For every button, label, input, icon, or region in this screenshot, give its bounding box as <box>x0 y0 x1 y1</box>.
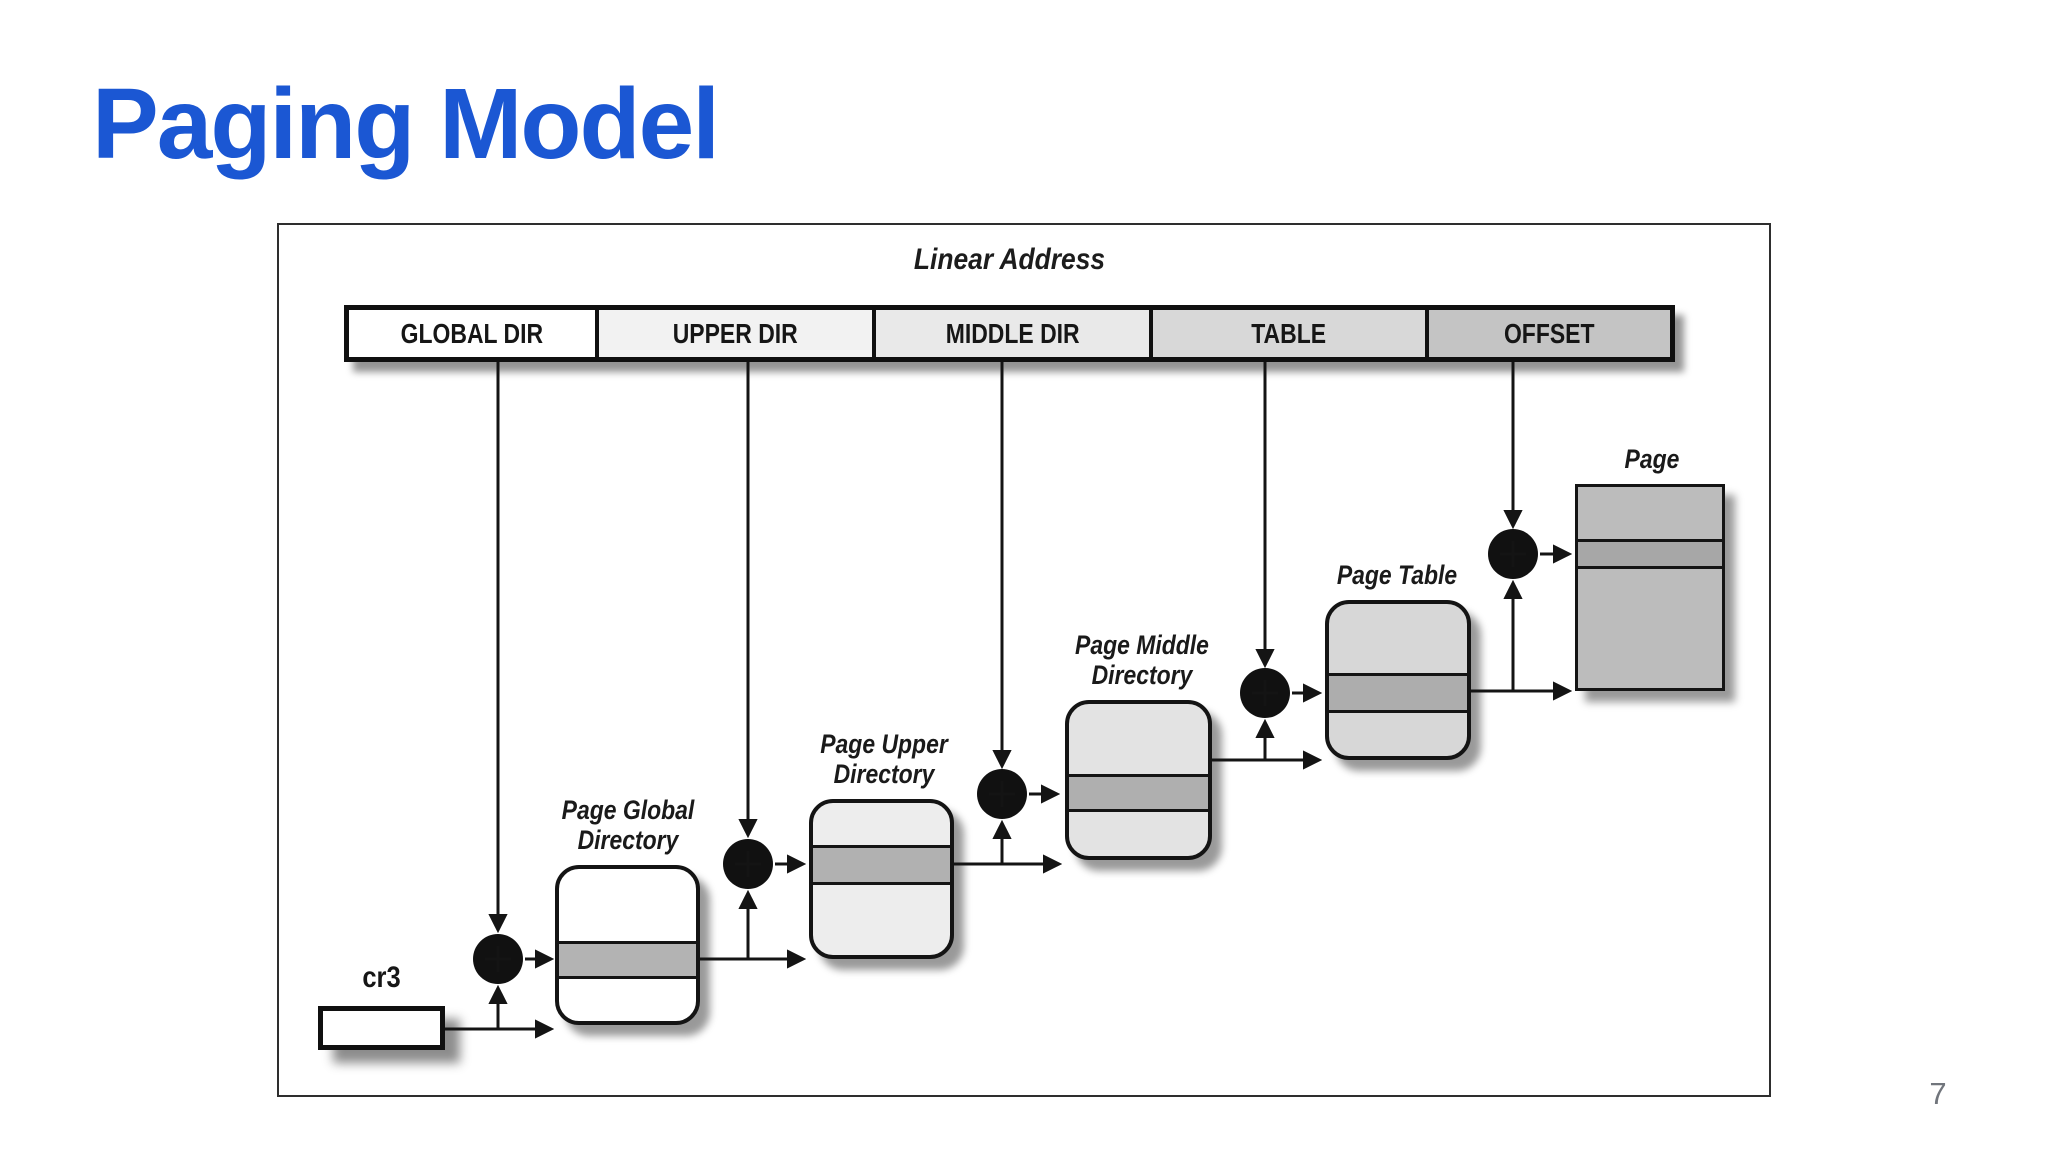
plus-icon <box>1488 529 1538 579</box>
figure-frame: Linear Address GLOBAL DIR UPPER DIR MIDD… <box>277 223 1771 1097</box>
page-title: Paging Model <box>92 68 720 180</box>
page-middle-directory-box <box>1065 700 1212 860</box>
cr3-label: cr3 <box>362 961 401 994</box>
address-field-label: OFFSET <box>1504 317 1595 349</box>
address-field-offset: OFFSET <box>1424 310 1670 357</box>
table-chain-arrows <box>445 579 1573 1039</box>
plus-icon <box>473 934 523 984</box>
address-field-global-dir: GLOBAL DIR <box>349 310 596 357</box>
address-field-middle-dir: MIDDLE DIR <box>871 310 1150 357</box>
address-field-drop-arrows <box>488 362 1523 934</box>
address-field-upper-dir: UPPER DIR <box>595 310 872 357</box>
page-frame-box <box>1575 484 1725 691</box>
cr3-register-box <box>318 1006 445 1050</box>
address-field-table: TABLE <box>1149 310 1425 357</box>
linear-address-bar: GLOBAL DIR UPPER DIR MIDDLE DIR TABLE OF… <box>344 305 1675 362</box>
table-entry-band <box>1069 774 1208 812</box>
page-global-directory-box <box>555 865 700 1025</box>
address-field-label: UPPER DIR <box>672 317 798 349</box>
table-entry-band <box>1329 673 1467 713</box>
table-entry-band <box>813 845 950 885</box>
table-entry-band <box>559 941 696 979</box>
plus-output-arrows <box>525 544 1573 969</box>
plus-icon <box>1240 668 1290 718</box>
page-middle-directory-label: Page Middle Directory <box>1075 630 1209 690</box>
figure-canvas: Linear Address GLOBAL DIR UPPER DIR MIDD… <box>279 225 1769 1095</box>
plus-icon <box>977 769 1027 819</box>
page-upper-directory-box <box>809 799 954 959</box>
page-global-directory-label: Page Global Directory <box>561 795 695 855</box>
address-field-label: GLOBAL DIR <box>400 317 544 349</box>
page-label: Page <box>1624 444 1680 474</box>
page-table-label: Page Table <box>1336 560 1458 590</box>
slide-page-number: 7 <box>1929 1076 1947 1111</box>
page-upper-directory-label: Page Upper Directory <box>820 729 948 789</box>
address-field-label: TABLE <box>1251 317 1327 349</box>
page-table-box <box>1325 600 1471 760</box>
plus-icon <box>723 839 773 889</box>
connector-layer <box>445 362 1573 1039</box>
linear-address-caption: Linear Address <box>913 243 1106 276</box>
address-field-label: MIDDLE DIR <box>945 317 1080 349</box>
page-entry-band <box>1578 539 1722 569</box>
